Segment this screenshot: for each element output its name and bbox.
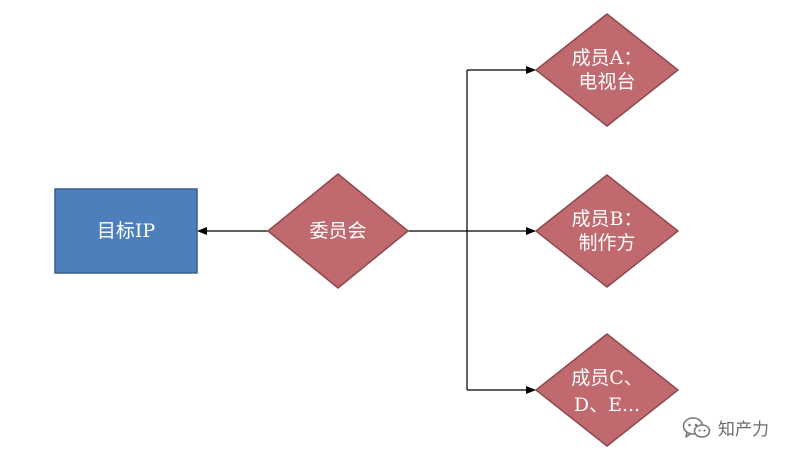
committee-diamond xyxy=(266,173,410,289)
target-ip-node: 目标IP xyxy=(54,188,198,274)
member-b-label-line2: 制作方 xyxy=(578,232,635,254)
watermark-text: 知产力 xyxy=(718,420,769,440)
member-c-node: 成员C、 D、E... xyxy=(534,333,680,447)
member-c-label-line2: D、E... xyxy=(574,394,640,416)
member-b-label-line1: 成员B： xyxy=(572,208,643,230)
member-b-node: 成员B： 制作方 xyxy=(534,174,680,288)
committee-node: 委员会 xyxy=(266,173,410,289)
member-c-label-line1: 成员C、 xyxy=(571,367,643,389)
member-a-diamond xyxy=(534,13,680,127)
member-a-label-line2: 电视台 xyxy=(578,71,635,93)
member-c-diamond xyxy=(534,333,680,447)
committee-label: 委员会 xyxy=(309,220,366,242)
target-ip-box xyxy=(54,188,198,274)
member-a-label-line1: 成员A： xyxy=(572,47,643,69)
member-b-diamond xyxy=(534,174,680,288)
watermark: 知产力 xyxy=(682,415,769,440)
wechat-icon xyxy=(682,416,712,440)
target-ip-label: 目标IP xyxy=(97,220,156,242)
member-a-node: 成员A： 电视台 xyxy=(534,13,680,127)
